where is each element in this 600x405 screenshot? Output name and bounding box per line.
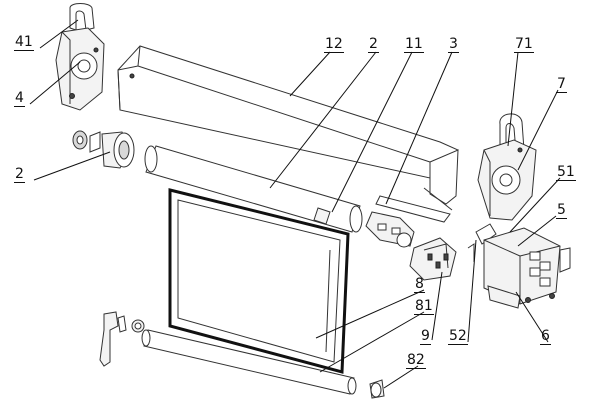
drive-adapter-part xyxy=(409,237,457,281)
label-2-left: 2 xyxy=(14,166,25,183)
label-81: 81 xyxy=(414,298,434,315)
label-52: 52 xyxy=(448,328,468,345)
control-unit-part xyxy=(467,223,571,309)
housing-profile-part xyxy=(117,45,459,211)
label-6: 6 xyxy=(540,328,551,345)
end-plug-part xyxy=(369,379,385,399)
leader-lines xyxy=(29,19,561,389)
label-51: 51 xyxy=(556,164,576,181)
label-5: 5 xyxy=(556,202,567,219)
label-4: 4 xyxy=(14,90,25,107)
label-8: 8 xyxy=(414,276,425,293)
label-71: 71 xyxy=(514,36,534,53)
bottom-bracket-part xyxy=(99,311,145,367)
label-3: 3 xyxy=(448,36,459,53)
motor-head-part xyxy=(365,195,451,248)
bearing-left-part xyxy=(72,130,135,169)
end-cap-left-part xyxy=(55,3,105,111)
screen-frame-part xyxy=(168,188,350,374)
label-82: 82 xyxy=(406,352,426,369)
label-41: 41 xyxy=(14,34,34,51)
label-9: 9 xyxy=(420,328,431,345)
roller-tube-part xyxy=(144,145,363,233)
label-2-middle: 2 xyxy=(368,36,379,53)
end-cap-right-part xyxy=(477,113,537,221)
label-7: 7 xyxy=(556,76,567,93)
bottom-bar-part xyxy=(141,329,357,395)
label-12: 12 xyxy=(324,36,344,53)
label-11: 11 xyxy=(404,36,424,53)
